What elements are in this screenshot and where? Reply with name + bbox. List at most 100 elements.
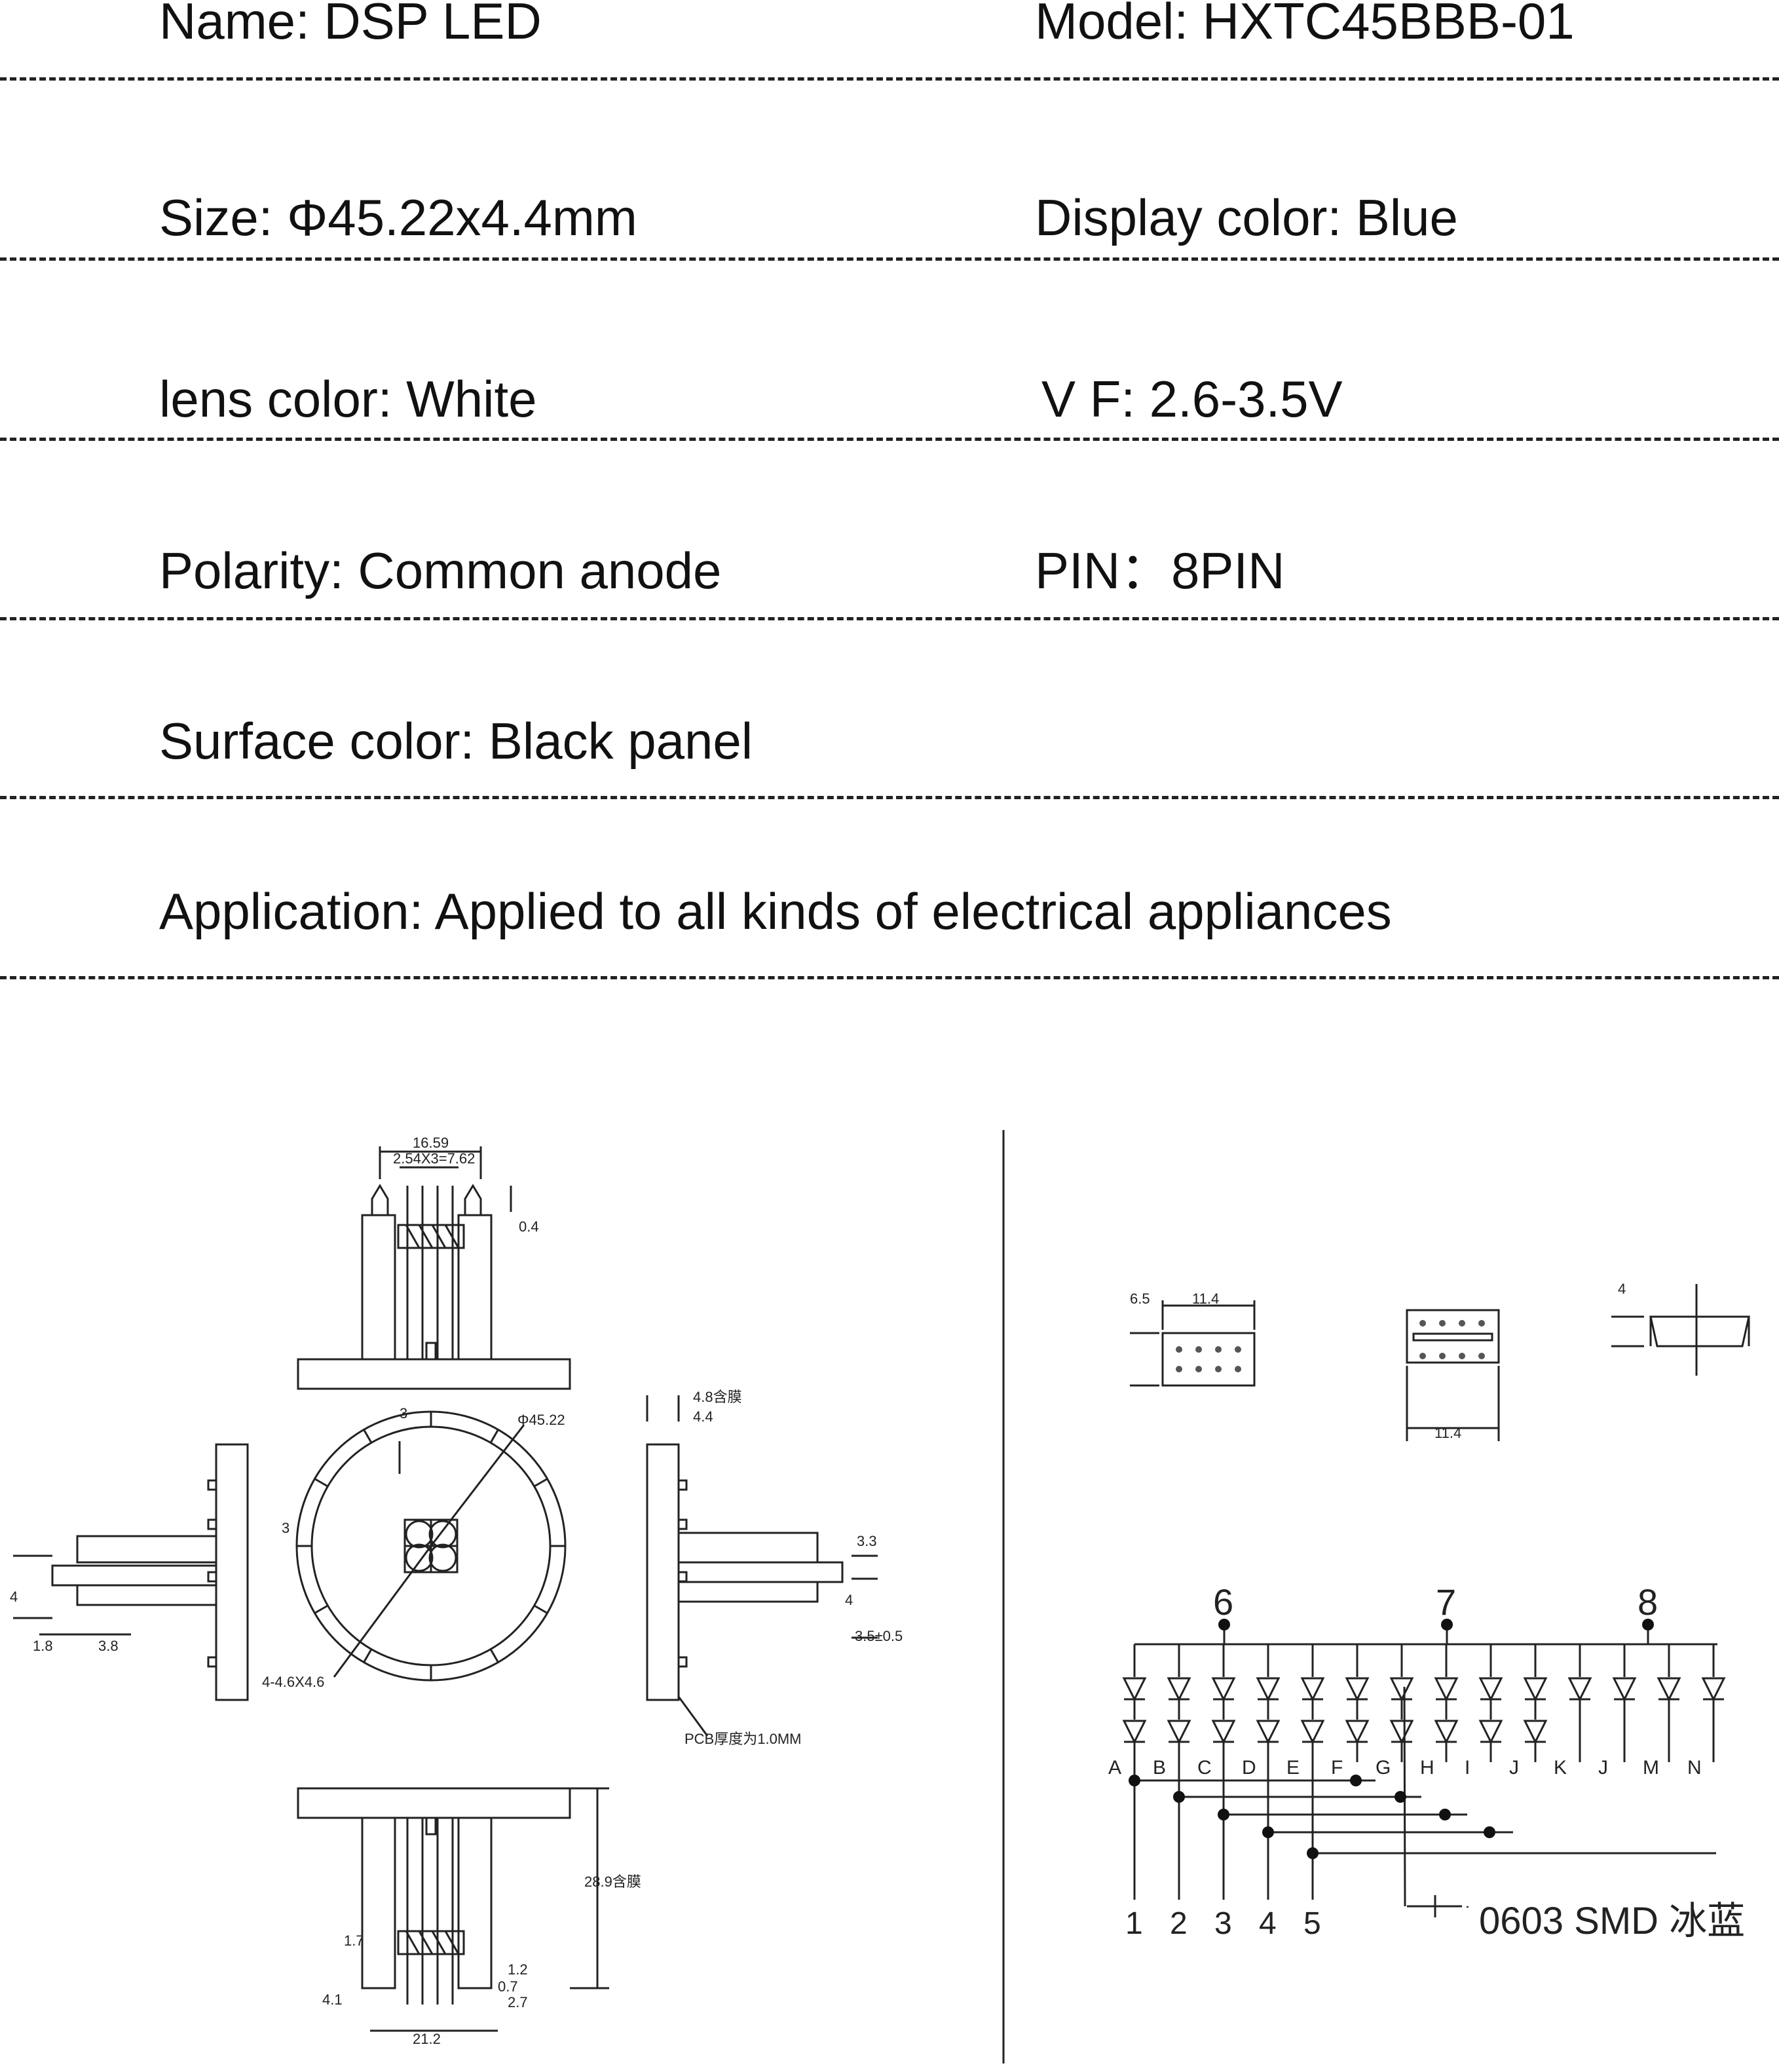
row-divider [0,976,1779,979]
dim-label: 3.8 [98,1638,119,1654]
diode-symbol [1434,1677,1459,1702]
junction-dot [1129,1775,1140,1786]
junction-dot [1218,1809,1229,1820]
segment-label: N [1687,1757,1702,1779]
diode-symbol [1612,1677,1637,1702]
row-divider [0,77,1779,81]
diode-symbol [1345,1677,1370,1702]
spec-display-color: Display color: Blue [1035,189,1458,246]
dim-label: 4.1 [322,1991,343,2008]
spec-model: Model: HXTC45BBB-01 [1035,0,1575,50]
dim-label: 11.4 [1192,1290,1219,1307]
spec-pin: PIN：8PIN [1035,542,1285,599]
dim-label: 6.5 [1130,1290,1150,1307]
ring-segment [363,1648,373,1663]
diode-symbol [1567,1677,1592,1702]
connector-dots [1176,1320,1485,1372]
dim-label: 11.4 [1434,1425,1461,1441]
junction-dots [1129,1619,1654,1859]
diode-symbol [1122,1720,1147,1744]
diode-symbol [1211,1677,1236,1702]
left-view [13,1443,249,1701]
diode-symbol [1389,1720,1414,1744]
spec-lens-color: lens color: White [159,370,537,428]
diode-symbol [1434,1720,1459,1744]
diode-symbol [1657,1677,1681,1702]
dim-label: 4 [10,1589,18,1605]
pad-dot [1459,1353,1465,1359]
pad-dot [1195,1366,1202,1372]
diode-array [1122,1644,1726,1762]
diode-symbol [1300,1677,1325,1702]
dim-label: 4 [845,1592,853,1608]
spec-application: Application: Applied to all kinds of ele… [159,882,1392,940]
segment-label: C [1197,1757,1212,1779]
diode-symbol [1478,1677,1503,1702]
segment-label: A [1108,1757,1121,1779]
segment-label: I [1465,1757,1470,1779]
segment-label: K [1554,1757,1567,1779]
dim-label: 0.7 [498,1978,518,1995]
pad-dot [1235,1346,1241,1353]
dim-label: 21.2 [413,2031,441,2047]
segment-label: E [1286,1757,1300,1779]
ring-segment [489,1648,499,1663]
diode-symbol [1300,1720,1325,1744]
diode-legend: 0603 SMD 冰蓝 [1479,1900,1745,1942]
dim-label: 3.5±0.5 [855,1628,903,1644]
dim-label: 0.4 [519,1218,539,1235]
bottom-pin: 1 [1125,1906,1143,1941]
right-view [646,1395,878,1737]
pad-dot [1419,1320,1426,1327]
junction-dot [1395,1791,1406,1803]
pad-dot [1195,1346,1202,1353]
junction-dot [1350,1775,1362,1786]
pad-dot [1215,1366,1222,1372]
segment-label: F [1331,1757,1343,1779]
pad-dot [1235,1366,1241,1372]
dim-label: PCB厚度为1.0MM [684,1731,801,1747]
diode-symbol [1167,1677,1191,1702]
row-divider [0,617,1779,620]
dim-label: 4-4.6X4.6 [262,1674,324,1690]
junction-dot [1484,1826,1495,1838]
top-pin-8: 8 [1638,1581,1658,1623]
dim-label: 4.8含膜 [693,1389,742,1405]
diode-symbol [1389,1677,1414,1702]
pad-dot [1459,1320,1465,1327]
bottom-pin: 5 [1303,1906,1321,1941]
diode-symbol [1122,1677,1147,1702]
bottom-view [297,1787,609,2032]
spec-surface-color: Surface color: Black panel [159,712,753,770]
dim-label: 1.7 [344,1932,364,1949]
ring-segment [314,1604,329,1614]
ring-segment [533,1478,548,1488]
ring-segment [363,1429,373,1444]
pad-dot [1478,1320,1485,1327]
diode-symbol [1167,1720,1191,1744]
bottom-pin: 2 [1170,1906,1188,1941]
junction-dot [1262,1826,1274,1838]
top-pin-6: 6 [1213,1581,1233,1623]
pad-dot [1176,1346,1182,1353]
row-divider [0,796,1779,799]
junction-dot [1642,1619,1654,1630]
segment-label: B [1153,1757,1166,1779]
segment-label: J [1509,1757,1519,1779]
dim-label: 28.9含膜 [584,1874,641,1890]
row-divider [0,257,1779,261]
dim-label: 3.3 [857,1533,877,1549]
spec-vf: V F: 2.6-3.5V [1041,370,1343,428]
spec-polarity: Polarity: Common anode [159,542,722,599]
dim-label: 4.4 [693,1408,713,1425]
pad-dot [1439,1320,1446,1327]
junction-dot [1439,1809,1451,1820]
dim-label: 1.8 [33,1638,53,1654]
dim-label: 1.2 [508,1961,528,1978]
ring-segments [297,1412,565,1680]
diode-symbol [1701,1677,1726,1702]
junction-dot [1218,1619,1230,1630]
front-view [295,1410,567,1682]
dim-label: 3 [400,1405,407,1422]
dim-label: 2.7 [508,1994,528,2010]
